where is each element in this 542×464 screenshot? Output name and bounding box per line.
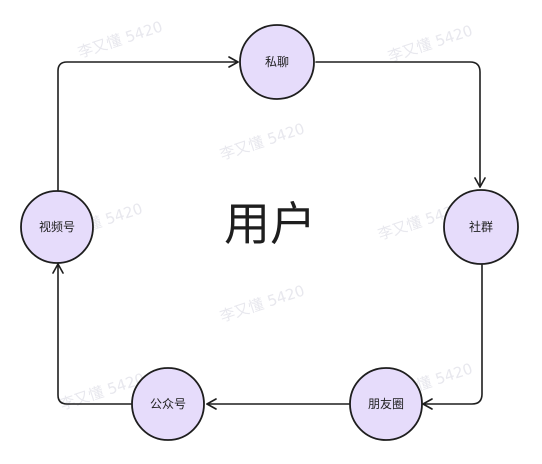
node-circle <box>349 367 423 441</box>
watermark-text: 李又懂 5420 <box>76 18 165 62</box>
watermark-text: 李又懂 5420 <box>386 22 475 66</box>
edge-official-account-to-channels <box>52 263 132 405</box>
node-circle <box>239 24 315 100</box>
node-private-chat: 私聊 <box>239 24 315 100</box>
edge-layer <box>52 56 486 410</box>
node-label-official-account: 公众号 <box>150 397 186 411</box>
node-official-account: 公众号 <box>131 367 205 441</box>
node-circle <box>131 367 205 441</box>
edge-private-chat-to-community <box>315 61 486 188</box>
node-community: 社群 <box>443 189 519 265</box>
node-moments: 朋友圈 <box>349 367 423 441</box>
watermark-text: 李又懂 5420 <box>218 282 307 326</box>
node-label-community: 社群 <box>469 219 493 234</box>
center-title: 用户 <box>224 197 316 251</box>
edge-channels-to-private-chat <box>57 56 239 191</box>
node-channels: 视频号 <box>20 190 94 264</box>
watermark-text: 李又懂 5420 <box>218 120 307 164</box>
node-label-private-chat: 私聊 <box>265 55 289 69</box>
node-label-moments: 朋友圈 <box>368 397 404 411</box>
node-circle <box>443 189 519 265</box>
edge-community-to-moments <box>422 264 483 410</box>
node-label-channels: 视频号 <box>39 219 75 234</box>
node-circle <box>20 190 94 264</box>
